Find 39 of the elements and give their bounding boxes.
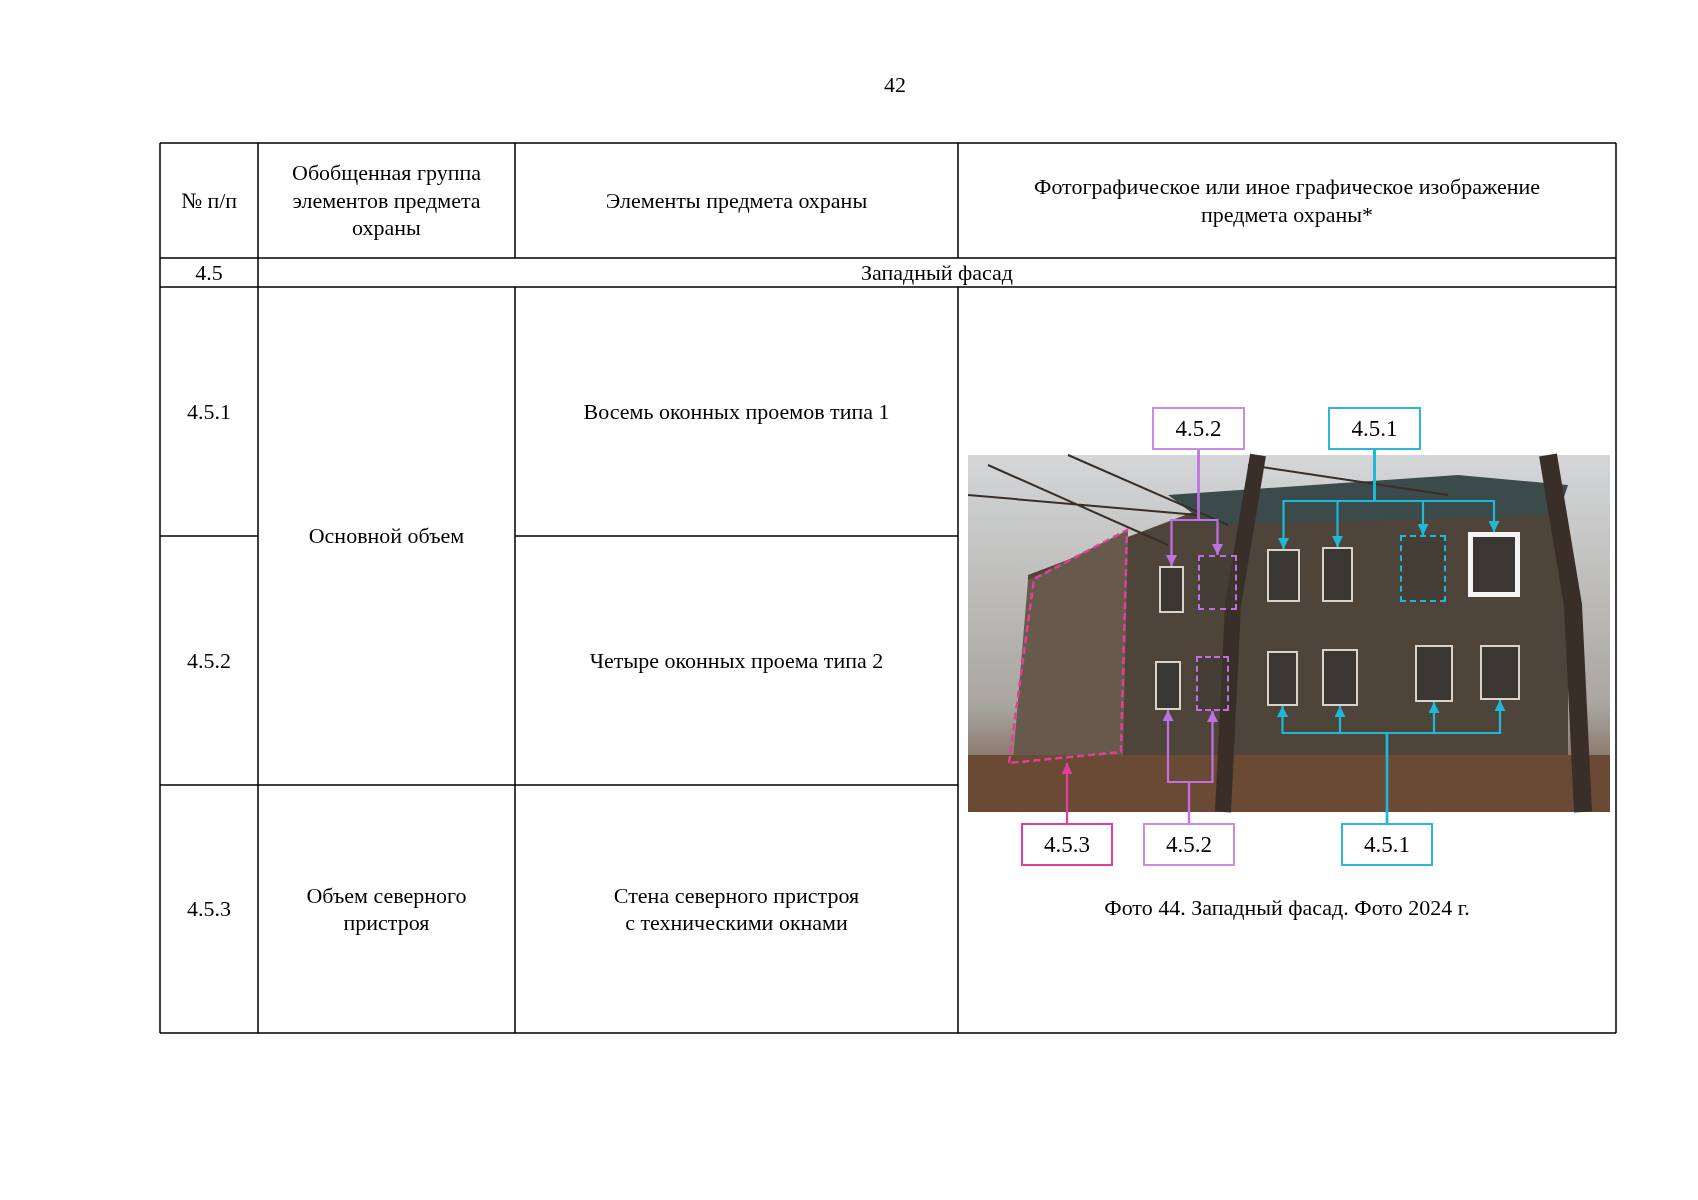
dashed-outline — [1400, 535, 1446, 602]
column-header: Элементы предмета охраны — [605, 186, 868, 215]
element-description: Четыре оконных проема типа 2 — [589, 646, 884, 675]
section-heading: Западный фасад — [860, 258, 1014, 287]
window — [1322, 649, 1358, 706]
leader-arrow — [1061, 763, 1073, 823]
window — [1415, 645, 1453, 702]
window — [1267, 651, 1298, 706]
page-number: 42 — [884, 71, 906, 99]
leader-arrow — [1385, 700, 1506, 823]
callout-number: 4.5.1 — [1328, 407, 1421, 450]
window — [1159, 566, 1184, 613]
window — [1267, 549, 1300, 602]
row-number: 4.5.3 — [187, 895, 231, 923]
window — [1322, 547, 1353, 602]
window — [1155, 661, 1181, 710]
callout-number: 4.5.1 — [1341, 823, 1433, 866]
column-header: Обобщенная группа элементов предмета охраны — [291, 159, 482, 242]
row-number: 4.5.2 — [187, 646, 231, 675]
element-description: Восемь оконных проемов типа 1 — [583, 397, 890, 426]
photo-caption: Фото 44. Западный фасад. Фото 2024 г. — [1104, 893, 1470, 922]
leader-arrow — [1197, 450, 1223, 555]
callout-number: 4.5.2 — [1143, 823, 1235, 866]
group-name: Основной объем — [308, 522, 465, 550]
dashed-outline — [1009, 530, 1127, 763]
callout-number: 4.5.3 — [1021, 823, 1113, 866]
row-number: 4.5 — [195, 258, 223, 287]
leader-arrow — [1373, 450, 1500, 532]
window — [1480, 645, 1520, 700]
window — [1468, 532, 1520, 597]
dashed-outline — [1196, 656, 1229, 711]
leader-arrow — [1187, 711, 1218, 823]
group-name: Объем северного пристроя — [305, 881, 468, 937]
column-header: № п/п — [180, 186, 238, 215]
row-number: 4.5.1 — [187, 397, 231, 426]
dashed-outline — [1198, 555, 1237, 610]
callout-number: 4.5.2 — [1152, 407, 1245, 450]
column-header: Фотографическое или иное графическое изображение предмета охраны* — [1033, 173, 1541, 228]
element-description: Стена северного пристроя с техническими окнами — [612, 881, 861, 937]
